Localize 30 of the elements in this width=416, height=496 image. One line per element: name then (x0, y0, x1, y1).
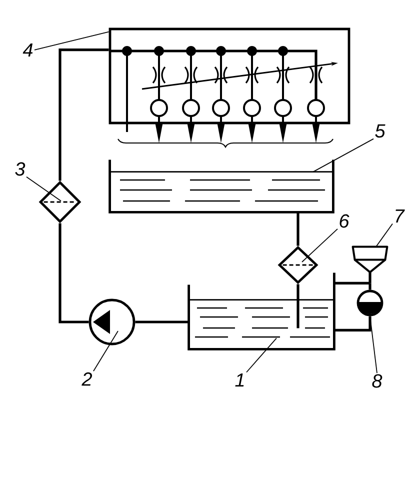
leader-line (376, 223, 393, 248)
pipe-line (58, 48, 109, 181)
leader-line (302, 228, 338, 262)
callout-number: 3 (15, 162, 26, 176)
funnel (352, 246, 388, 274)
leader-line (26, 176, 62, 202)
callout-number: 6 (340, 214, 350, 228)
leader-line (246, 338, 277, 373)
tank (188, 272, 336, 350)
leader-line (93, 330, 118, 372)
valve-symbol (356, 290, 384, 316)
pipe-line (334, 282, 370, 284)
callout-number: 1 (235, 373, 244, 387)
leader-line (312, 138, 374, 172)
callout-number: 4 (22, 43, 33, 57)
pipe-line (135, 320, 189, 324)
pump-symbol (88, 298, 136, 346)
leader-line (34, 31, 110, 50)
callout-number: 8 (372, 374, 382, 388)
callout-number: 7 (396, 209, 405, 223)
callout-number: 5 (375, 124, 386, 138)
leader-line (370, 316, 378, 374)
pipe-line (296, 284, 300, 328)
pipe-line (296, 212, 300, 246)
collector-tank (108, 160, 334, 214)
callout-number: 2 (82, 372, 92, 386)
pipe-line (368, 283, 372, 290)
pipe-line (334, 316, 372, 332)
pipe-line (58, 223, 89, 324)
pipe-line (368, 272, 372, 284)
